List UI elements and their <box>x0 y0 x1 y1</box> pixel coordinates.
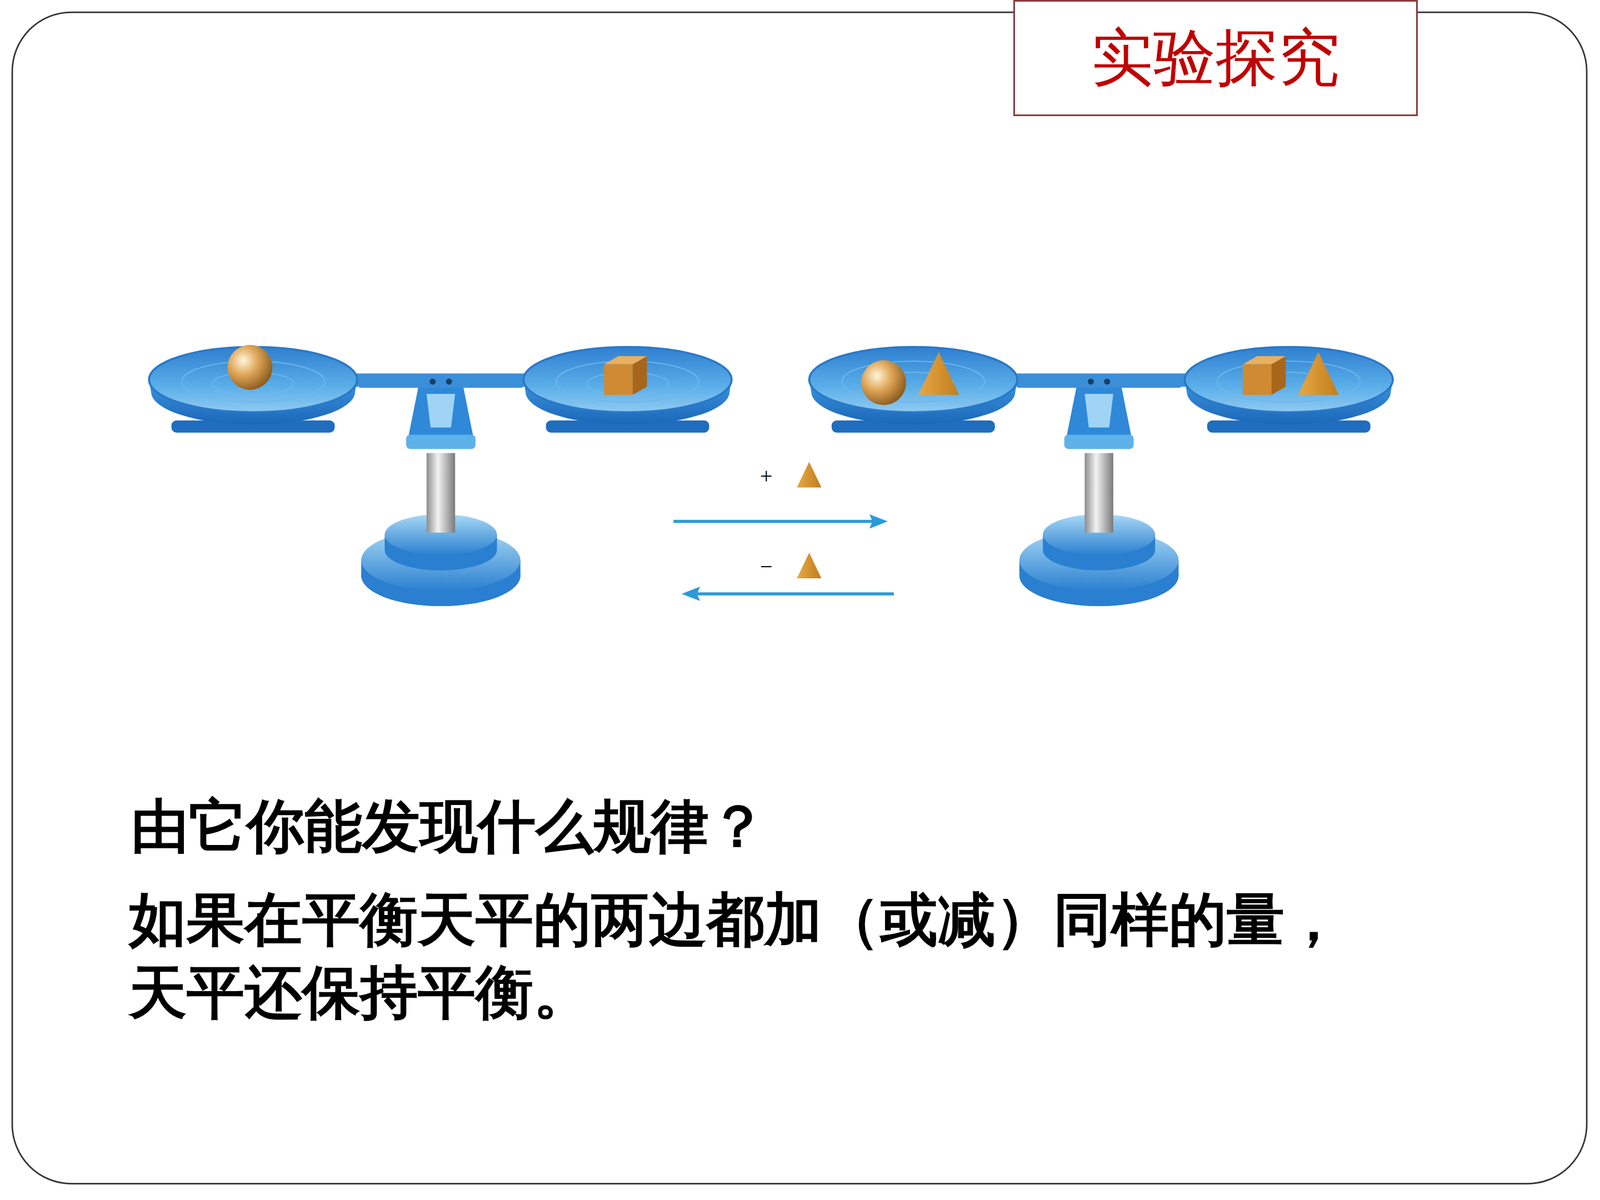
minus-sign: − <box>760 552 773 581</box>
slide-border <box>12 12 1587 1184</box>
title-box: 实验探究 <box>1013 0 1418 117</box>
question-text: 由它你能发现什么规律？ <box>131 790 1409 863</box>
conclusion-text: 如果在平衡天平的两边都加（或减）同样的量， 天平还保持平衡。 <box>128 883 1407 1029</box>
plus-sign: + <box>760 462 773 490</box>
operation-arrows <box>673 461 894 602</box>
balance-left <box>148 345 732 607</box>
balance-right <box>809 346 1394 607</box>
slide-title: 实验探究 <box>1091 16 1340 100</box>
